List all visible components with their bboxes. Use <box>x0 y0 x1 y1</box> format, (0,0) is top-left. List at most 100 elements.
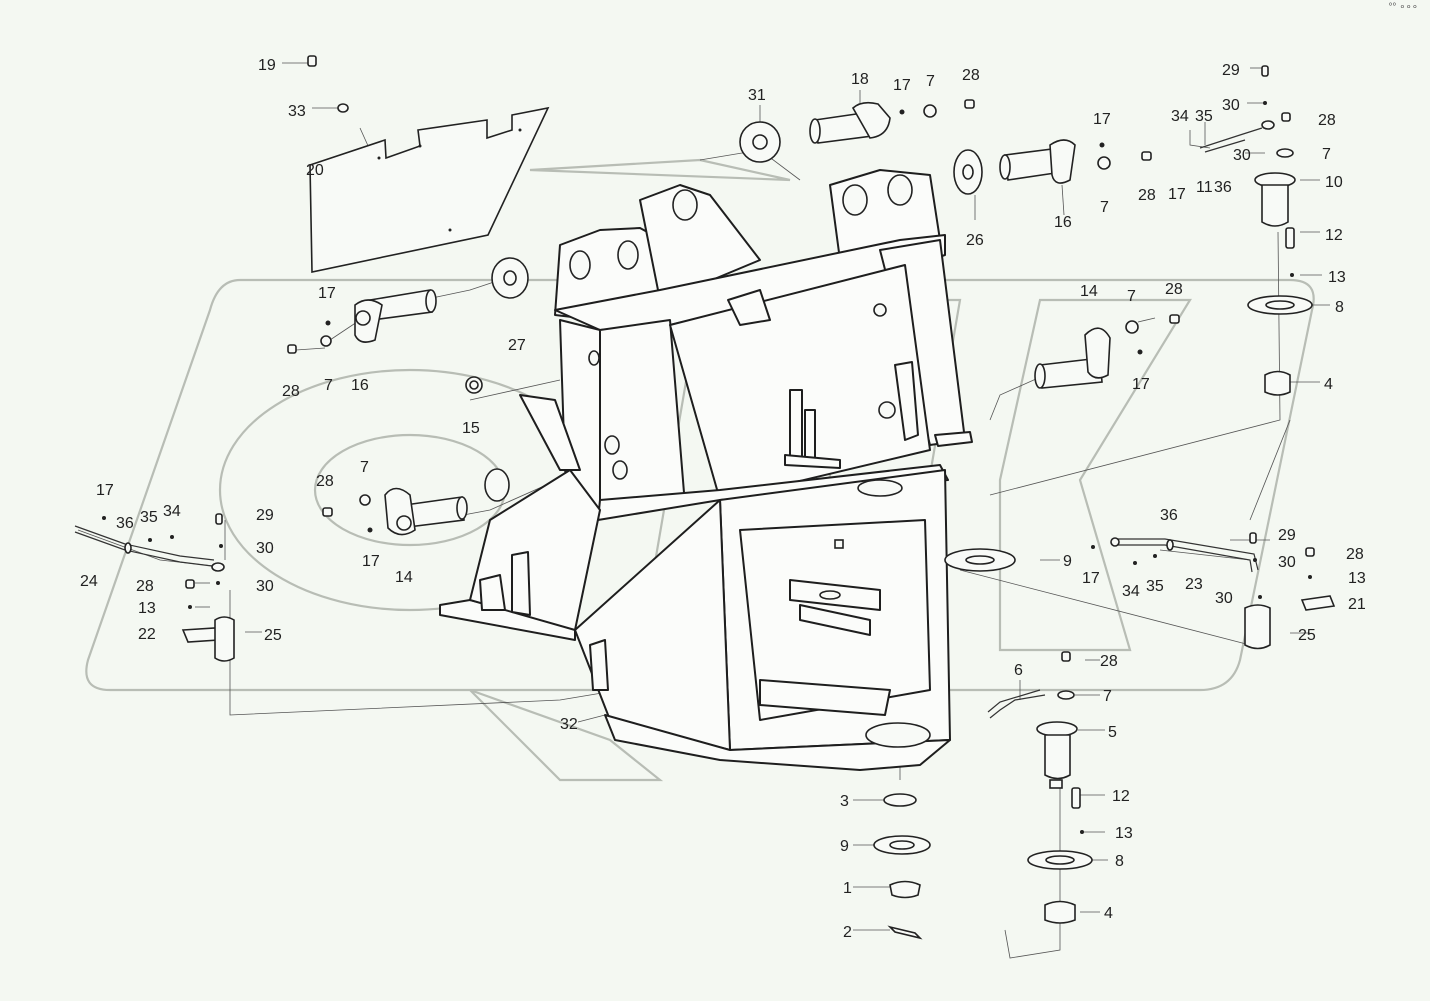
corner-mark: °° ∘∘∘ <box>1388 2 1418 13</box>
part-label: 18 <box>851 71 869 88</box>
part-label: 17 <box>1168 186 1186 203</box>
part-label: 13 <box>1328 269 1346 286</box>
part-label: 30 <box>256 540 274 557</box>
part-label: 16 <box>351 377 369 394</box>
part-label: 13 <box>138 600 156 617</box>
part-label: 28 <box>1100 653 1118 670</box>
part-label: 10 <box>1325 174 1343 191</box>
part-label: 25 <box>1298 627 1316 644</box>
part-label: 21 <box>1348 596 1366 613</box>
part-label: 6 <box>1014 662 1023 679</box>
part-label: 30 <box>1278 554 1296 571</box>
part-label: 28 <box>1346 546 1364 563</box>
part-label: 14 <box>395 569 413 586</box>
part-label: 26 <box>966 232 984 249</box>
bushing-4-bottom <box>1044 900 1076 924</box>
part-label: 4 <box>1104 905 1113 922</box>
part-label: 22 <box>138 626 156 643</box>
part-label: 28 <box>962 67 980 84</box>
part-label: 7 <box>1322 146 1331 163</box>
part-label: 4 <box>1324 376 1333 393</box>
part-label: 29 <box>256 507 274 524</box>
lube-line-6 <box>987 689 1046 719</box>
part-label: 12 <box>1112 788 1130 805</box>
part-label: 7 <box>1100 199 1109 216</box>
lube-line-24 <box>74 531 213 567</box>
part-label: 17 <box>1093 111 1111 128</box>
part-label: 17 <box>1132 376 1150 393</box>
main-frame <box>439 169 973 771</box>
part-label: 28 <box>1318 112 1336 129</box>
part-label: 28 <box>136 578 154 595</box>
pin-25-left <box>214 616 235 662</box>
part-label: 25 <box>264 627 282 644</box>
part-label: 17 <box>362 553 380 570</box>
part-label: 30 <box>1222 97 1240 114</box>
bushing-3 <box>883 793 917 807</box>
part-label: 20 <box>306 162 324 179</box>
part-label: 34 <box>1122 583 1140 600</box>
part-label: 33 <box>288 103 306 120</box>
bolt-29 <box>1261 65 1269 77</box>
part-label: 8 <box>1335 299 1344 316</box>
part-label: 32 <box>560 716 578 733</box>
part-label: 13 <box>1348 570 1366 587</box>
part-label: 27 <box>508 337 526 354</box>
part-label: 1 <box>843 880 852 897</box>
part-label: 3 <box>840 793 849 810</box>
part-label: 13 <box>1115 825 1133 842</box>
part-label: 28 <box>1138 187 1156 204</box>
part-label: 12 <box>1325 227 1343 244</box>
part-label: 5 <box>1108 724 1117 741</box>
plate-21 <box>1300 595 1336 611</box>
part-label: 34 <box>1171 108 1189 125</box>
pin-5 <box>1036 721 1078 737</box>
guard-plate-20 <box>309 106 550 273</box>
part-label: 8 <box>1115 853 1124 870</box>
part-label: 7 <box>360 459 369 476</box>
part-label: 35 <box>1146 578 1164 595</box>
part-label: 36 <box>116 515 134 532</box>
part-label: 7 <box>1103 688 1112 705</box>
part-label: 28 <box>1165 281 1183 298</box>
parts <box>74 55 1336 940</box>
part-label: 31 <box>748 87 766 104</box>
nut-1 <box>889 880 921 899</box>
part-labels: 19 33 20 31 18 17 7 28 17 16 7 28 26 34 … <box>80 57 1366 941</box>
part-label: 7 <box>324 377 333 394</box>
part-label: 17 <box>1082 570 1100 587</box>
part-label: 28 <box>316 473 334 490</box>
part-label: 29 <box>1278 527 1296 544</box>
part-label: 24 <box>80 573 98 590</box>
part-label: 7 <box>1127 288 1136 305</box>
part-label: 17 <box>318 285 336 302</box>
part-label: 36 <box>1160 507 1178 524</box>
pin-25-right <box>1244 604 1271 650</box>
part-label: 9 <box>840 838 849 855</box>
part-label: 30 <box>1233 147 1251 164</box>
part-label: 35 <box>1195 108 1213 125</box>
part-label: 36 <box>1214 179 1232 196</box>
part-label: 35 <box>140 509 158 526</box>
bolt-19 <box>307 55 317 67</box>
part-label: 14 <box>1080 283 1098 300</box>
cotter-pin-2 <box>887 925 923 940</box>
lube-line-11 <box>1199 127 1263 153</box>
part-label: 17 <box>96 482 114 499</box>
part-label: 11 <box>1196 179 1213 196</box>
plate-22 <box>181 627 220 643</box>
lube-line-23 <box>1115 544 1253 573</box>
part-label: 30 <box>256 578 274 595</box>
part-label: 34 <box>163 503 181 520</box>
part-label: 17 <box>893 77 911 94</box>
part-label: 23 <box>1185 576 1203 593</box>
washer-33 <box>337 103 349 113</box>
part-label: 28 <box>282 383 300 400</box>
part-label: 7 <box>926 73 935 90</box>
bushing-4-top <box>1264 370 1291 396</box>
part-label: 9 <box>1063 553 1072 570</box>
part-label: 15 <box>462 420 480 437</box>
part-label: 2 <box>843 924 852 941</box>
